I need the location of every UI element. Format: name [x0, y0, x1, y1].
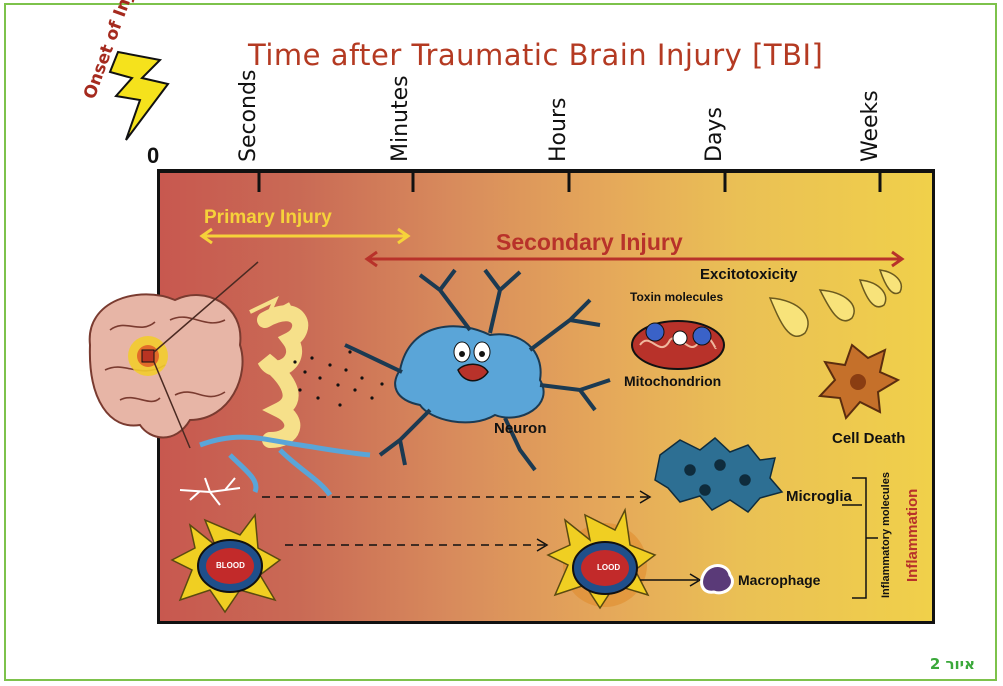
resting-microglia-icon: [180, 478, 240, 505]
inflammation-label: Inflammation: [904, 489, 921, 582]
timeline-label-minutes: Minutes: [388, 75, 413, 162]
microglia-label: Microglia: [786, 488, 852, 505]
timeline-label-hours: Hours: [546, 98, 571, 162]
inflammatory-molecules-label: Inflammatory molecules: [880, 472, 892, 598]
primary-injury-label: Primary Injury: [204, 207, 332, 229]
dying-cell-icon: [820, 345, 898, 418]
mitochondrion-label: Mitochondrion: [624, 373, 721, 389]
microglia-cluster-icon: [655, 438, 782, 512]
blood-label-left: BLOOD: [216, 561, 245, 570]
cell-death-label: Cell Death: [832, 430, 905, 447]
figure-caption: איור 2: [930, 655, 975, 673]
timeline-label-days: Days: [702, 107, 727, 162]
primary-injury-arrow: [202, 229, 408, 243]
inflammation-bracket: [852, 478, 878, 598]
mitochondrion-icon: [632, 321, 724, 369]
secondary-injury-label: Secondary Injury: [496, 229, 683, 256]
blood-label-right: LOOD: [597, 563, 620, 572]
leaky-blood-vessel-icon: [548, 510, 655, 608]
toxin-molecules-label: Toxin molecules: [630, 290, 723, 304]
neuron-label: Neuron: [494, 420, 547, 437]
brain-icon: [90, 294, 243, 437]
macrophage-label: Macrophage: [738, 572, 820, 588]
excitotoxicity-label: Excitotoxicity: [700, 266, 798, 283]
timeline-label-weeks: Weeks: [858, 90, 883, 162]
neuron-icon: [345, 270, 610, 470]
timeline-label-seconds: Seconds: [236, 70, 261, 162]
macrophage-icon: [702, 566, 733, 593]
